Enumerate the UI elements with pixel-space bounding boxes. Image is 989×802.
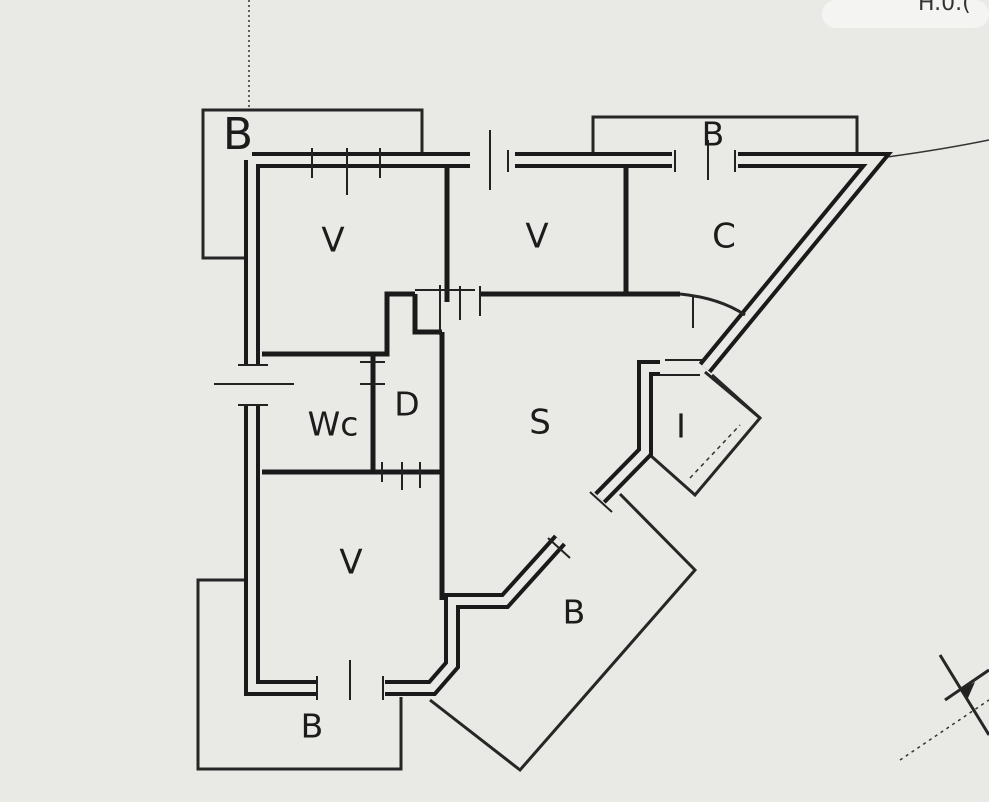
room-label-wc: Wc [308,405,359,444]
balcony-top-left-outline [201,108,424,260]
corner-text: H.0.( [918,0,971,16]
corner-patch [822,0,989,28]
outer-wall-inner-line [248,156,885,692]
room-label-b-top-left: B [223,109,253,160]
interior-walls [262,166,680,600]
room-label-v-bottom-left: V [339,543,362,583]
door-arc-c [679,292,746,317]
room-label-v-top-left: V [321,221,344,261]
door-arc-entrance [704,370,761,420]
balcony-bottom-left-outline [196,578,403,771]
room-label-i-entrance: I [676,407,686,446]
balcony-bottom-right-outline [429,492,698,773]
room-label-s-living: S [529,403,551,443]
room-label-b-top-right: B [702,115,725,154]
opening-ticks [214,130,736,700]
guide-line-arc [879,139,989,159]
room-label-v-top-middle: V [525,217,548,257]
room-label-d-corridor: D [394,385,419,424]
room-label-c-right: C [712,217,736,257]
room-label-b-bottom-left: B [301,707,324,746]
room-label-b-bottom-right: B [563,593,586,632]
dimension-mark [899,654,989,761]
balcony-top-right-outline [591,115,859,155]
